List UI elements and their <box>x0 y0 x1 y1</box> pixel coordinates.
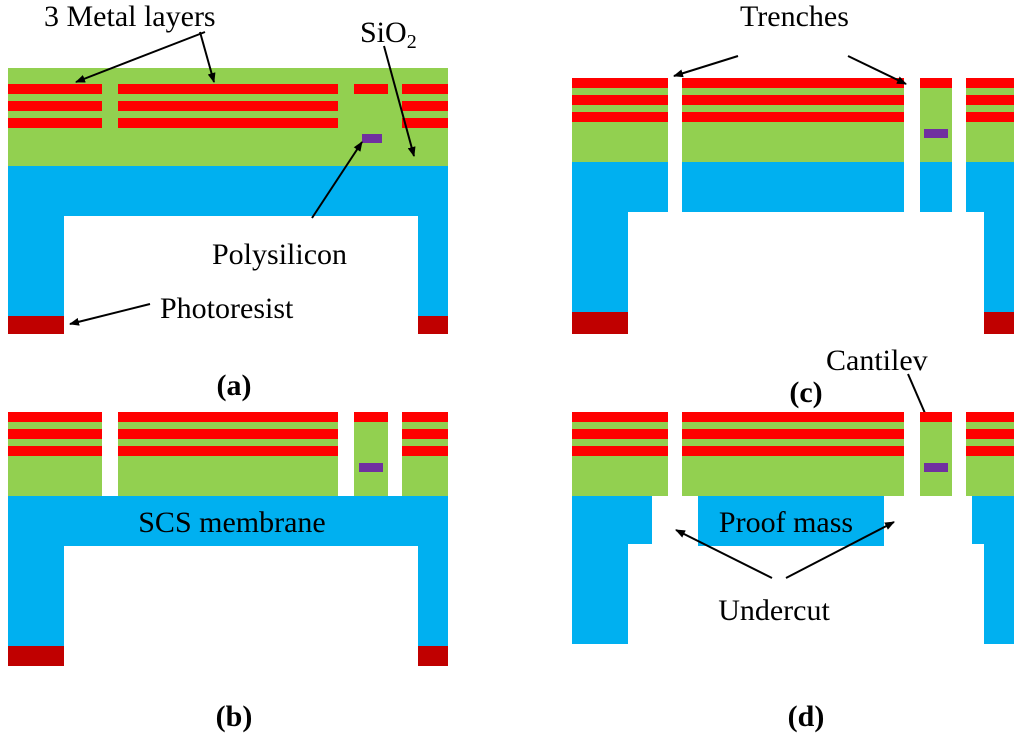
silicon-block-4 <box>966 162 1014 212</box>
photoresist-left <box>572 312 628 334</box>
scs-membrane <box>8 496 448 546</box>
metal-layers <box>572 412 1014 456</box>
panel-d: Proof mass Undercut (d) <box>572 412 1014 733</box>
panel-label-a: (a) <box>217 369 252 402</box>
photoresist-left <box>8 646 64 666</box>
label-sio2: SiO2 <box>360 16 417 53</box>
polysilicon-block <box>359 463 383 472</box>
label-cantilever: Cantilev <box>826 344 928 377</box>
silicon-leg-left <box>8 216 64 316</box>
metal-layers <box>8 412 448 456</box>
silicon-leg-right <box>418 546 448 646</box>
label-undercut: Undercut <box>718 594 830 627</box>
label-metal-layers: 3 Metal layers <box>44 0 216 33</box>
label-trenches: Trenches <box>740 0 849 33</box>
polysilicon-block <box>362 134 382 143</box>
silicon-leg-right <box>984 212 1014 312</box>
arrow-photoresist <box>69 303 151 326</box>
label-proof-mass: Proof mass <box>719 506 853 539</box>
silicon-leg-left <box>572 496 652 544</box>
polysilicon-block <box>924 129 948 138</box>
panel-label-b: (b) <box>216 700 253 733</box>
photoresist-right <box>418 646 448 666</box>
arrow-metal-1 <box>75 31 206 83</box>
silicon-block-2 <box>682 162 904 212</box>
panel-b: SCS membrane (b) <box>8 412 448 733</box>
label-polysilicon: Polysilicon <box>212 238 347 271</box>
silicon-block-3 <box>920 162 952 212</box>
arrow-trench-1 <box>673 55 739 78</box>
arrow-undercut-left <box>675 529 773 579</box>
silicon-leg-left-lower <box>572 544 628 644</box>
metal-layers <box>8 84 448 128</box>
silicon-substrate <box>8 166 448 216</box>
panel-c: Trenches Cantilev (c) <box>572 0 1014 435</box>
arrow-undercut-right <box>785 521 895 579</box>
arrow-metal-2 <box>199 31 216 83</box>
silicon-block-1 <box>572 162 668 212</box>
photoresist-right <box>984 312 1014 334</box>
photoresist-left <box>8 316 64 334</box>
proof-mass <box>698 496 884 546</box>
panel-a: 3 Metal layers SiO2 Polysilicon Photores… <box>8 0 448 402</box>
panel-label-d: (d) <box>788 700 825 733</box>
polysilicon-block <box>924 463 948 472</box>
arrow-sio2 <box>383 45 416 157</box>
panel-label-c: (c) <box>789 376 822 409</box>
photoresist-right <box>418 316 448 334</box>
metal-layers <box>572 78 1014 122</box>
silicon-leg-right <box>972 496 1014 544</box>
silicon-leg-right-lower <box>984 544 1014 644</box>
arrow-polysilicon <box>311 141 363 219</box>
silicon-leg-left <box>8 546 64 646</box>
label-photoresist: Photoresist <box>160 292 294 325</box>
arrow-trench-2 <box>847 55 907 85</box>
silicon-leg-left <box>572 212 628 312</box>
sio2-block-3 <box>354 412 388 496</box>
sio2-layer <box>8 68 448 166</box>
sio2-block-3 <box>920 78 952 162</box>
sio2-block-3 <box>920 412 952 496</box>
label-scs-membrane: SCS membrane <box>138 506 326 539</box>
silicon-leg-right <box>418 216 448 316</box>
